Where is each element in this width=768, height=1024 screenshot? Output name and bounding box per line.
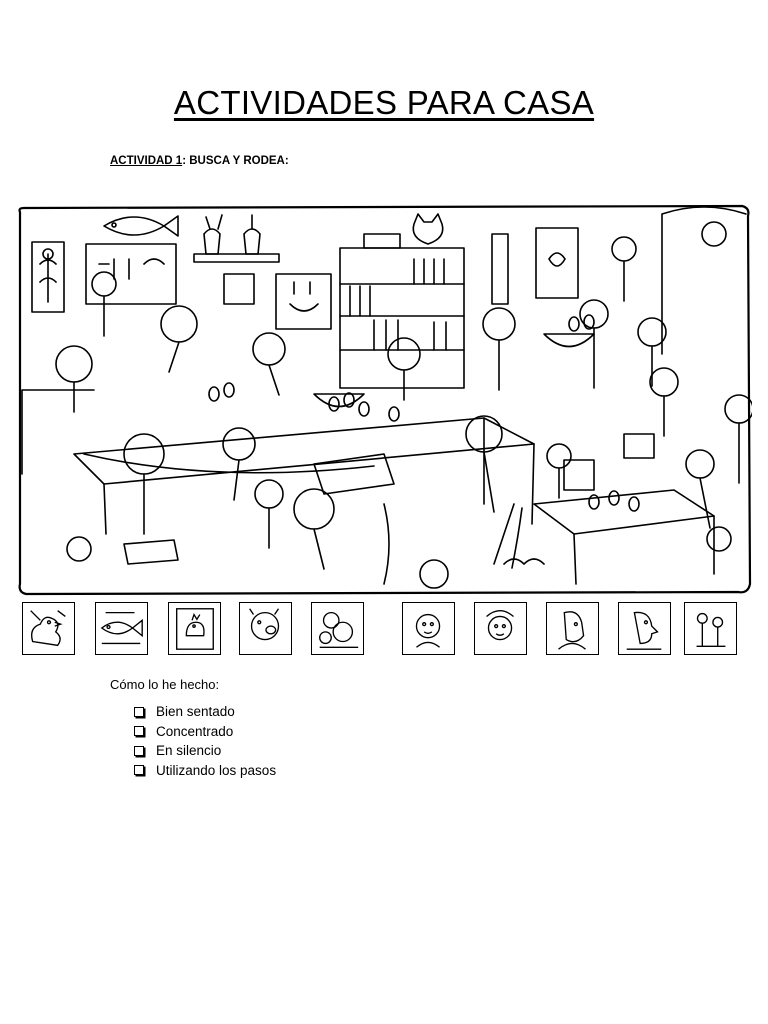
fish-icon (95, 602, 148, 655)
self-assessment-checklist: Bien sentado Concentrado En silencio Uti… (134, 702, 276, 780)
page-title: ACTIVIDADES PARA CASA (173, 84, 595, 121)
thumbnail-strip (22, 602, 742, 658)
activity-instruction: : BUSCA Y RODEA: (182, 155, 289, 167)
checklist-item[interactable]: Utilizando los pasos (134, 761, 276, 781)
checkbox-icon[interactable] (134, 745, 144, 756)
checklist-item[interactable]: Bien sentado (134, 702, 276, 722)
checklist-item[interactable]: En silencio (134, 741, 276, 761)
checkbox-icon[interactable] (134, 765, 144, 776)
man-face-icon (546, 602, 599, 655)
pig-face-icon (239, 602, 292, 655)
chick-icon (22, 602, 75, 655)
man-profile-icon (618, 602, 671, 655)
activity-heading: ACTIVIDAD 1: BUSCA Y RODEA: (110, 155, 289, 167)
rooster-picture-icon (168, 602, 221, 655)
checklist-item-label: Concentrado (156, 723, 234, 739)
checkbox-icon[interactable] (134, 706, 144, 717)
checkbox-icon[interactable] (134, 726, 144, 737)
checklist-item-label: Utilizando los pasos (156, 762, 277, 778)
checklist-item-label: Bien sentado (156, 704, 235, 720)
poodle-icon (311, 602, 364, 655)
checklist-item[interactable]: Concentrado (134, 722, 276, 742)
self-assessment-label: Cómo lo he hecho: (110, 677, 220, 692)
girl-face-icon (474, 602, 527, 655)
hidden-objects-scene-icon (18, 204, 752, 596)
flowers-icon (684, 602, 737, 655)
checklist-item-label: En silencio (156, 743, 222, 759)
activity-label: ACTIVIDAD 1 (110, 155, 183, 167)
boy-face-icon (402, 602, 455, 655)
